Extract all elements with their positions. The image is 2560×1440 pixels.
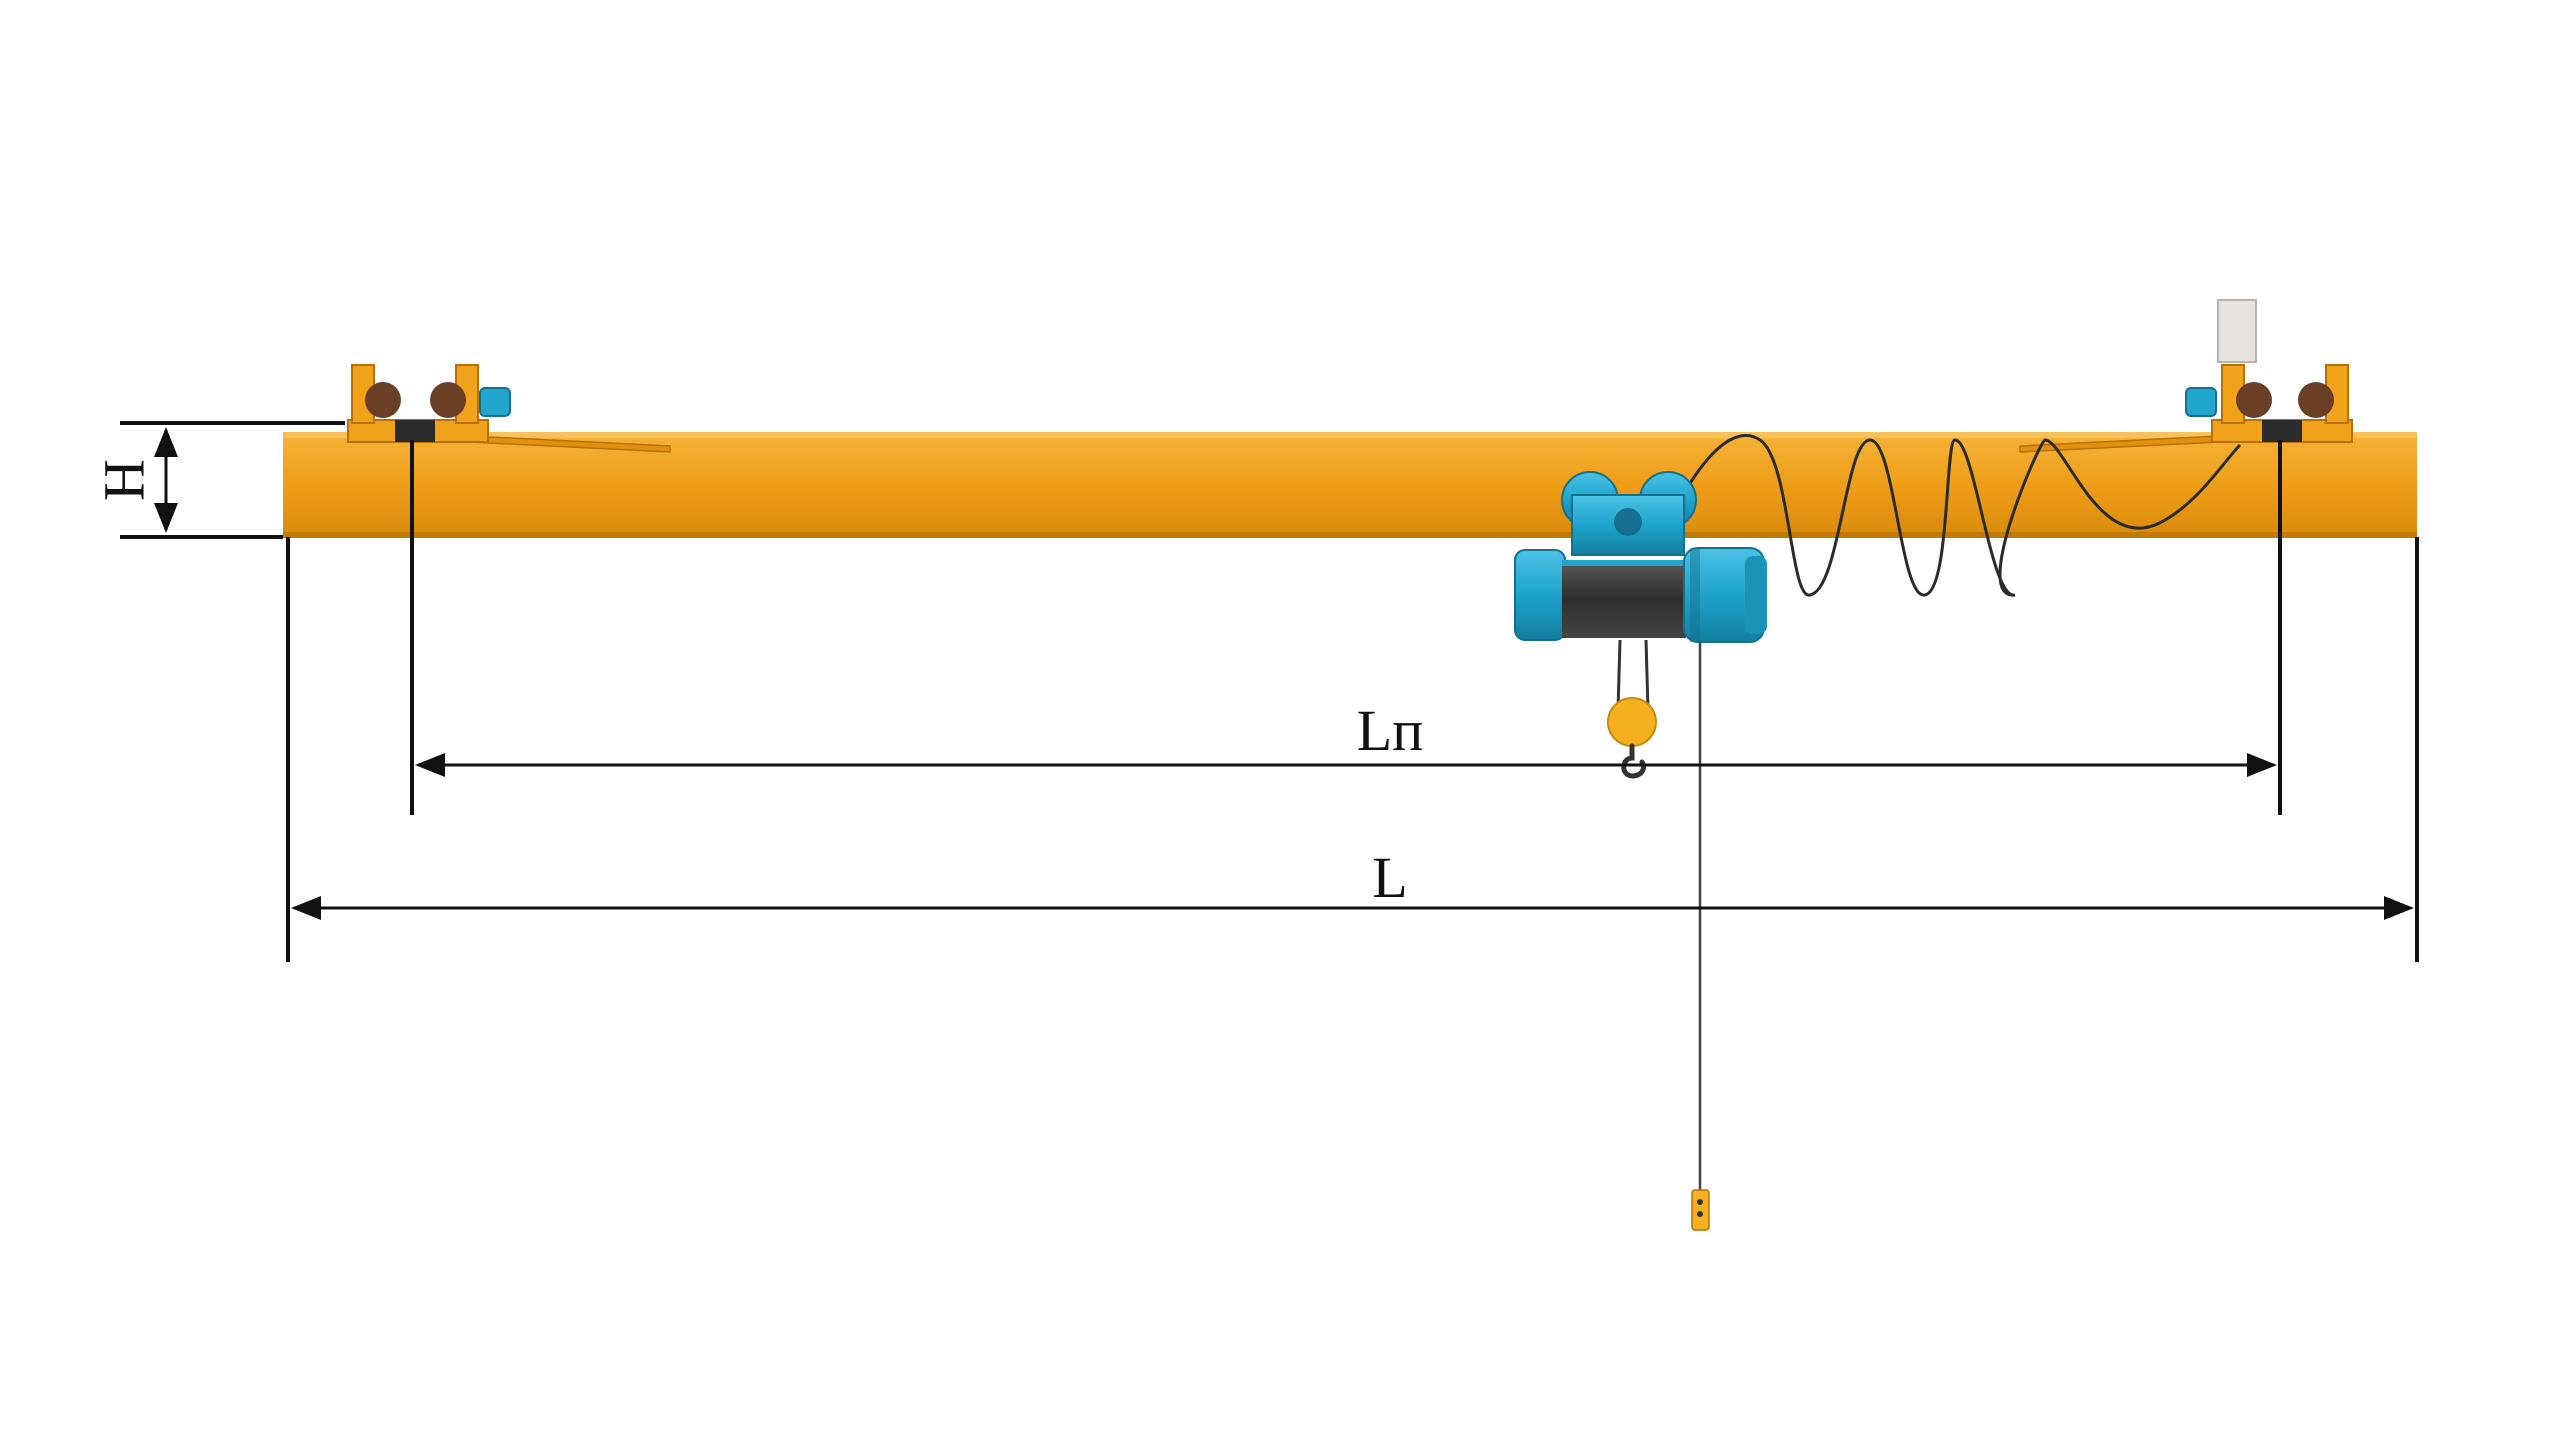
- main-girder: [283, 432, 2417, 538]
- height-dimension: H: [91, 421, 345, 539]
- left-end-carriage-icon: [347, 364, 511, 443]
- total-length-dimension: L: [286, 537, 2419, 962]
- right-end-carriage-icon: [2185, 299, 2353, 443]
- runway-span-label: Lп: [1357, 698, 1423, 763]
- electric-hoist-icon: [1514, 471, 1767, 643]
- festoon-cable: [1660, 434, 2242, 597]
- height-label: H: [91, 459, 156, 501]
- runway-span-dimension: Lп: [410, 440, 2282, 815]
- total-length-label: L: [1372, 845, 1407, 910]
- crane-hook-icon: [1607, 639, 1657, 779]
- pendant-control-icon: [1691, 642, 1710, 1231]
